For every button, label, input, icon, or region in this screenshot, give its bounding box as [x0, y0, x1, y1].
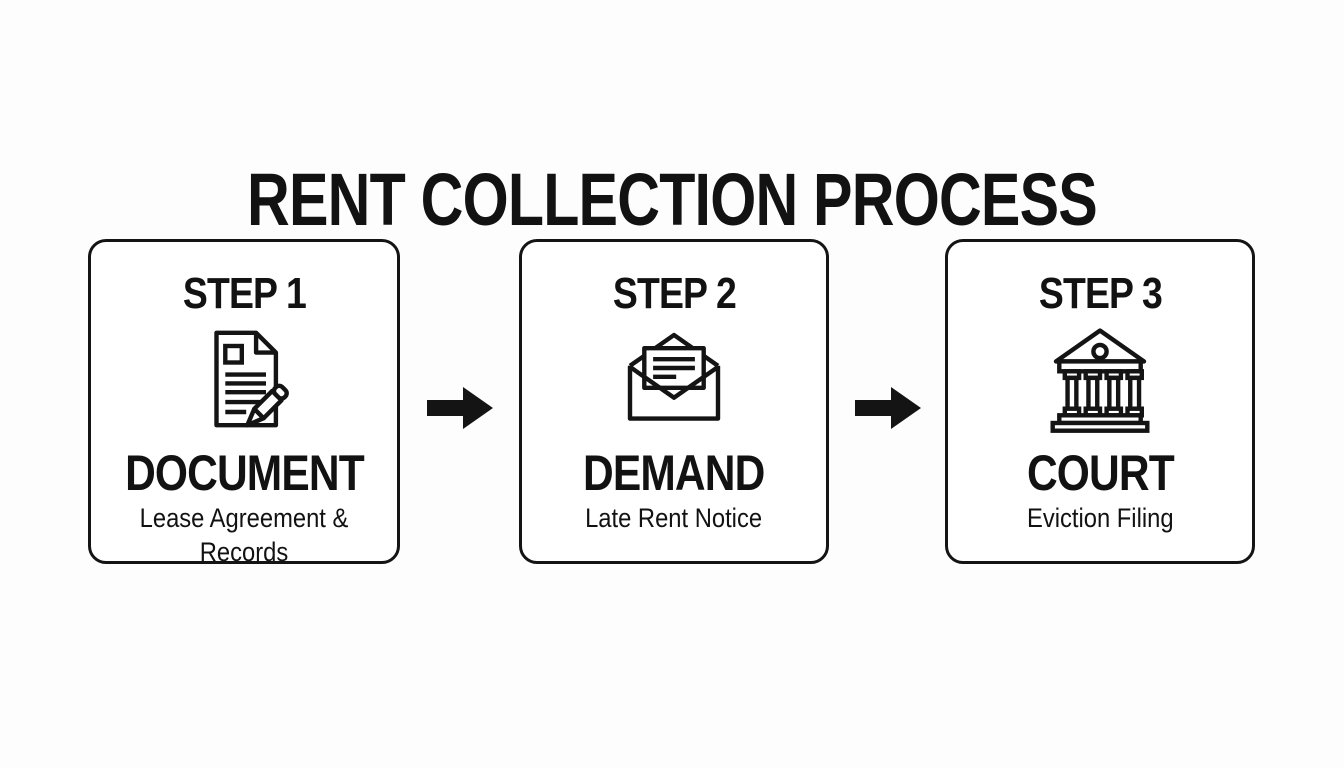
step-description: Eviction Filing	[1026, 503, 1174, 533]
step-number-label: STEP 3	[1038, 269, 1162, 318]
courthouse-icon	[1045, 324, 1155, 434]
arrow-right-icon	[855, 387, 921, 429]
document-pen-icon	[189, 324, 299, 434]
step-description: Lease Agreement & Records	[139, 503, 349, 567]
step-card-document: STEP 1 DOCUMENT Lease Agreement & Record…	[88, 239, 400, 567]
step-number-label: STEP 2	[612, 269, 736, 318]
page-title: RENT COLLECTION PROCESS	[247, 157, 1098, 241]
envelope-letter-icon	[619, 324, 729, 434]
step-number-label: STEP 1	[182, 269, 306, 318]
step-name: DOCUMENT	[124, 445, 365, 501]
step-card-court: STEP 3	[945, 239, 1255, 564]
arrow-right-icon	[427, 387, 493, 429]
step-description: Late Rent Notice	[585, 503, 763, 533]
step-name: DEMAND	[583, 445, 765, 501]
step-card-demand: STEP 2 DEMAND Late Rent Notice	[519, 239, 829, 564]
step-name: COURT	[1026, 445, 1175, 501]
